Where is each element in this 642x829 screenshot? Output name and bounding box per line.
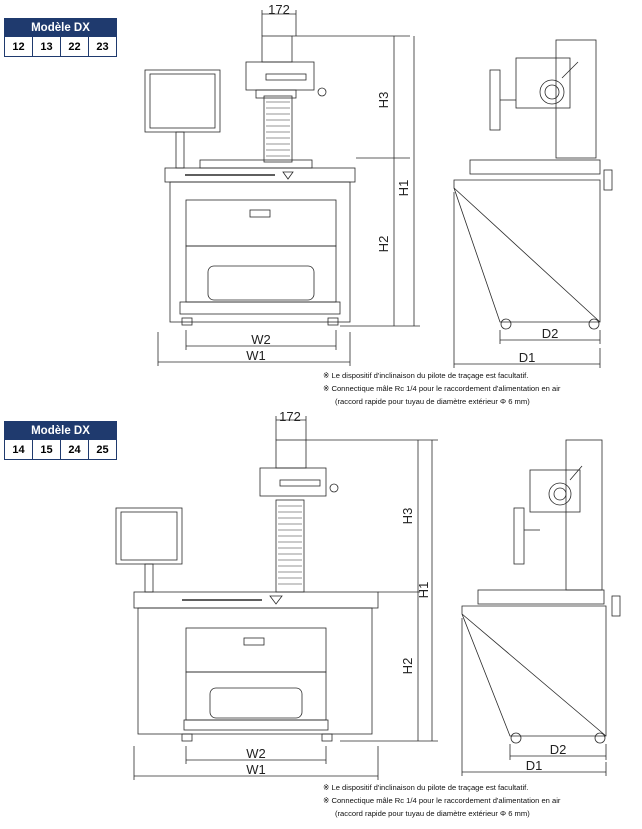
dim-w2: W2 [246, 746, 266, 761]
cabinet [137, 607, 373, 735]
model-number: 12 [4, 36, 33, 57]
caster [510, 732, 522, 744]
caster [500, 318, 512, 330]
monitor [144, 69, 221, 133]
side-column [565, 439, 603, 591]
model-number: 14 [4, 439, 33, 460]
monitor-stand [144, 563, 154, 593]
side-lever [569, 465, 583, 481]
side-diagonal [461, 613, 607, 737]
note-line: (raccord rapide pour tuyau de diamètre e… [335, 809, 530, 818]
foot [181, 317, 193, 326]
side-cabinet [453, 179, 601, 323]
monitor [115, 507, 183, 565]
dim-top-width: 172 [279, 409, 301, 424]
caster [594, 732, 606, 744]
air-fitting [611, 595, 621, 617]
monitor-screen [149, 73, 216, 129]
base [183, 719, 329, 731]
drawer-handle [243, 637, 265, 646]
monitor-screen [120, 511, 178, 561]
side-monitor [513, 507, 525, 565]
note-line: ※ Connectique mâle Rc 1/4 pour le raccor… [323, 796, 561, 805]
dim-h2: H2 [376, 236, 391, 253]
side-cabinet [461, 605, 607, 737]
model-table-1: Modèle DX 12 13 22 23 [4, 18, 117, 57]
dim-d1: D1 [526, 758, 543, 773]
marker [269, 595, 283, 605]
dim-w1: W1 [246, 348, 266, 363]
side-column [555, 39, 597, 159]
model-title: Modèle DX [4, 18, 117, 37]
knob [329, 483, 339, 493]
side-monitor [489, 69, 501, 131]
cabinet-opening [207, 265, 315, 301]
caster [588, 318, 600, 330]
foot [321, 733, 333, 742]
cabinet-lower [185, 245, 337, 303]
model-table-2: Modèle DX 14 15 24 25 [4, 421, 117, 460]
notes-2: ※ Le dispositif d'inclinaison du pilote … [323, 781, 560, 820]
dim-d2: D2 [542, 326, 559, 341]
cabinet-opening [209, 687, 303, 719]
side-dial [539, 79, 565, 105]
probe-head [275, 439, 307, 469]
note-line: (raccord rapide pour tuyau de diamètre e… [335, 397, 530, 406]
drive-window [265, 73, 307, 81]
side-head [529, 469, 581, 513]
dim-h2: H2 [400, 658, 415, 675]
side-table [477, 589, 605, 605]
dim-h3: H3 [400, 508, 415, 525]
dim-d2: D2 [550, 742, 567, 757]
cabinet-drawer [185, 627, 327, 673]
dim-h1: H1 [416, 582, 431, 599]
model-number: 23 [88, 36, 117, 57]
drive-window [279, 479, 321, 487]
side-table [469, 159, 601, 175]
dim-h1: H1 [396, 180, 411, 197]
side-head [515, 57, 571, 109]
note-line: ※ Connectique mâle Rc 1/4 pour le raccor… [323, 384, 561, 393]
note-line: ※ Le dispositif d'inclinaison du pilote … [323, 783, 529, 792]
front-view-2 [115, 416, 438, 780]
dim-h3: H3 [376, 92, 391, 109]
cabinet-drawer [185, 199, 337, 247]
column [263, 95, 293, 163]
model-number: 25 [88, 439, 117, 460]
column-hatching [278, 505, 302, 585]
notes-1: ※ Le dispositif d'inclinaison du pilote … [323, 369, 560, 408]
foot [181, 733, 193, 742]
dim-w2: W2 [251, 332, 271, 347]
air-fitting [603, 169, 613, 191]
marker [282, 171, 294, 180]
drive-unit [259, 467, 327, 497]
dim-d1: D1 [519, 350, 536, 365]
side-view-2 [461, 439, 621, 776]
note-line: ※ Le dispositif d'inclinaison du pilote … [323, 371, 529, 380]
side-view-1 [453, 39, 613, 368]
carriage [255, 89, 297, 99]
front-view-1 [144, 10, 420, 366]
model-number: 13 [32, 36, 61, 57]
model-title: Modèle DX [4, 421, 117, 440]
side-dial [548, 482, 572, 506]
cabinet [169, 181, 351, 323]
table-plate [199, 159, 313, 169]
column-hatching [266, 101, 290, 157]
side-diagonal [453, 187, 601, 323]
drive-unit [245, 61, 315, 91]
drawer-handle [249, 209, 271, 218]
foot [327, 317, 339, 326]
dim-top-width: 172 [268, 2, 290, 17]
monitor-stand [175, 131, 185, 169]
dim-w1: W1 [246, 762, 266, 777]
probe-head [261, 35, 293, 63]
cabinet-lower [185, 671, 327, 721]
knob [317, 87, 327, 97]
base [179, 301, 341, 315]
side-lever [561, 61, 579, 79]
